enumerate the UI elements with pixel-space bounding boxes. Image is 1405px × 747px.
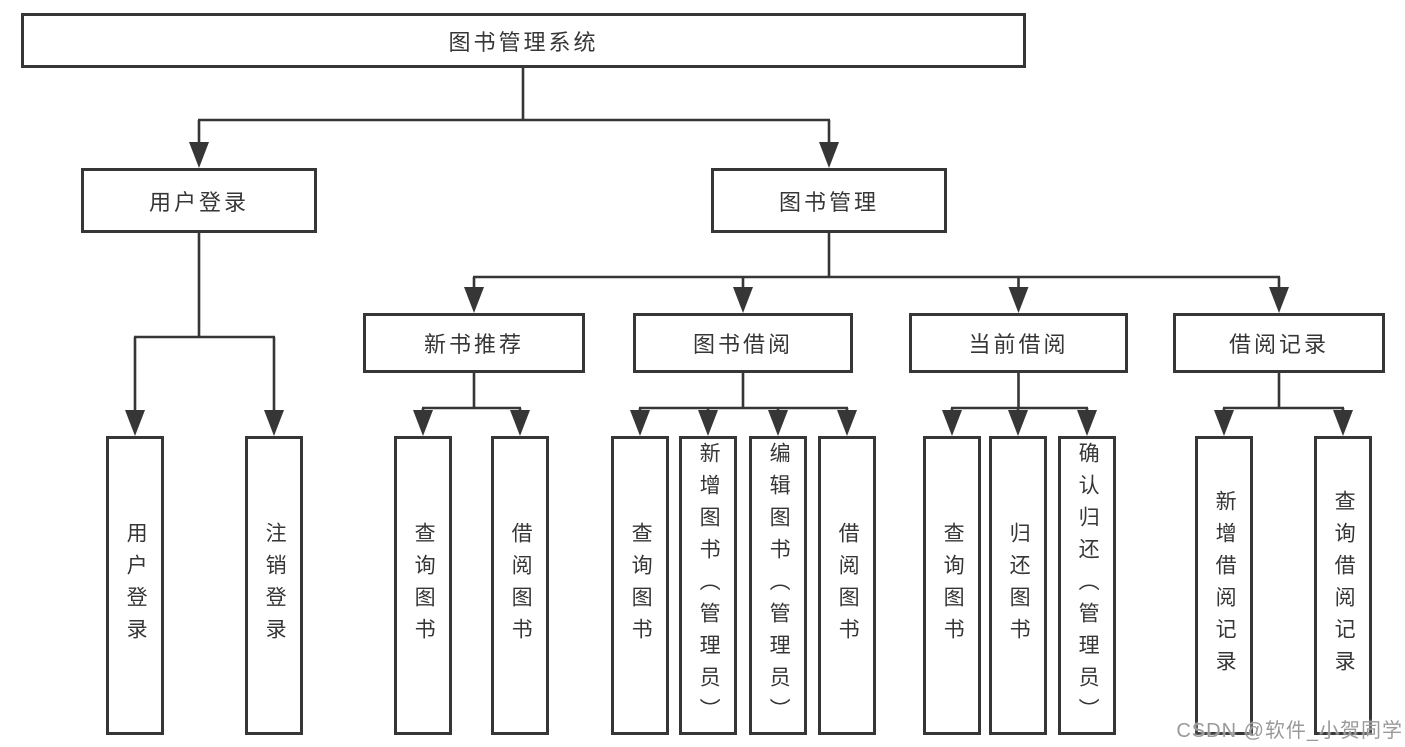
leaf-recommend-borrow-book: 借阅图书 <box>491 436 549 735</box>
node-current-borrow: 当前借阅 <box>909 313 1128 373</box>
node-book-borrow: 图书借阅 <box>633 313 853 373</box>
leaf-recommend-query-book: 查询图书 <box>394 436 452 735</box>
leaf-borrow-add-book-admin: 新增图书（管理员） <box>679 436 737 735</box>
node-root-label: 图书管理系统 <box>448 29 599 55</box>
node-root-library-system: 图书管理系统 <box>21 13 1026 68</box>
csdn-watermark: CSDN @软件_小贺同学 <box>1176 720 1403 742</box>
leaf-current-confirm-return-admin: 确认归还（管理员） <box>1058 436 1116 735</box>
node-current-borrow-label: 当前借阅 <box>968 332 1069 357</box>
leaf-user-login-label: 用户登录 <box>124 521 148 650</box>
leaf-borrow-query-book-label: 查询图书 <box>629 521 653 650</box>
leaf-borrow-borrow-book: 借阅图书 <box>818 436 876 735</box>
leaf-logout-label: 注销登录 <box>263 521 287 650</box>
leaf-records-add-record: 新增借阅记录 <box>1195 436 1253 735</box>
node-new-book-recommend: 新书推荐 <box>363 313 585 373</box>
node-borrow-records: 借阅记录 <box>1173 313 1385 373</box>
leaf-recommend-query-book-label: 查询图书 <box>412 521 436 650</box>
arrowheads <box>125 142 1353 436</box>
leaf-records-add-record-label: 新增借阅记录 <box>1213 489 1237 682</box>
leaf-current-query-book: 查询图书 <box>923 436 981 735</box>
leaf-recommend-borrow-book-label: 借阅图书 <box>509 521 533 650</box>
leaf-user-login: 用户登录 <box>106 436 164 735</box>
node-book-management: 图书管理 <box>711 168 947 233</box>
node-user-login-label: 用户登录 <box>148 189 249 215</box>
leaf-records-query-record-label: 查询借阅记录 <box>1332 489 1356 682</box>
leaf-borrow-borrow-book-label: 借阅图书 <box>836 521 860 650</box>
leaf-current-return-book-label: 归还图书 <box>1007 521 1031 650</box>
node-book-management-label: 图书管理 <box>778 189 879 215</box>
leaf-current-confirm-return-admin-label: 确认归还（管理员） <box>1076 441 1100 730</box>
leaf-borrow-add-book-admin-label: 新增图书（管理员） <box>697 441 721 730</box>
node-book-borrow-label: 图书借阅 <box>692 332 793 357</box>
leaf-logout: 注销登录 <box>245 436 303 735</box>
node-new-book-recommend-label: 新书推荐 <box>423 332 524 357</box>
node-user-login: 用户登录 <box>81 168 317 233</box>
leaf-current-return-book: 归还图书 <box>989 436 1047 735</box>
leaf-records-query-record: 查询借阅记录 <box>1314 436 1372 735</box>
leaf-borrow-edit-book-admin: 编辑图书（管理员） <box>749 436 807 735</box>
leaf-borrow-query-book: 查询图书 <box>611 436 669 735</box>
node-borrow-records-label: 借阅记录 <box>1228 332 1329 357</box>
leaf-borrow-edit-book-admin-label: 编辑图书（管理员） <box>767 441 791 730</box>
leaf-current-query-book-label: 查询图书 <box>941 521 965 650</box>
